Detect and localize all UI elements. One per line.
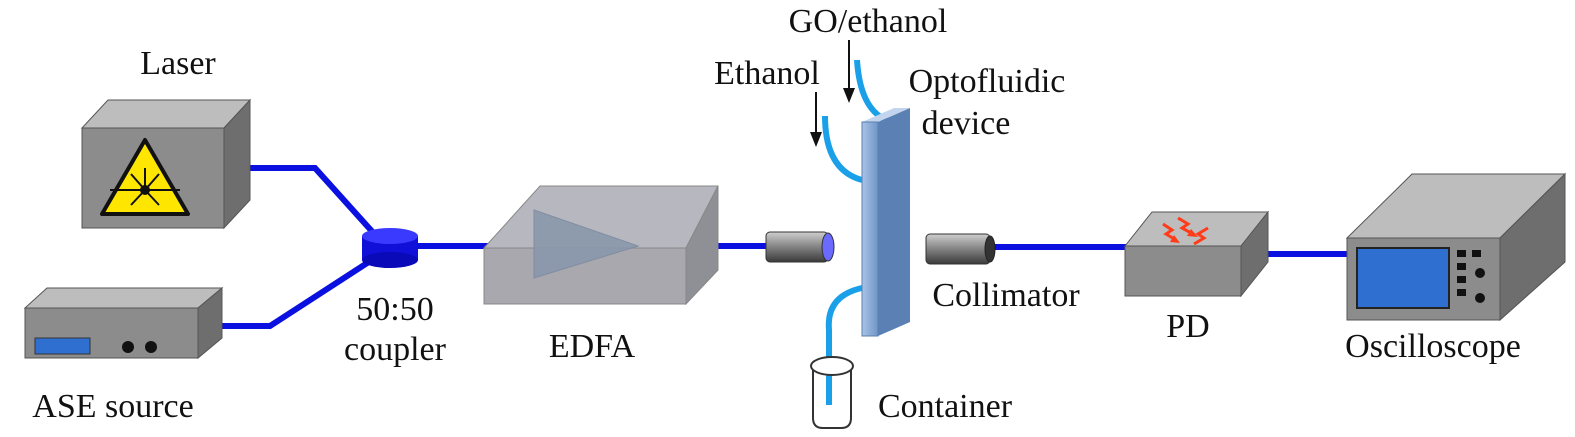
ethanol-label: Ethanol <box>714 55 820 92</box>
oscilloscope-box <box>1345 172 1567 322</box>
container-label: Container <box>878 388 1013 425</box>
collimator-left <box>765 231 835 263</box>
ase-source-box <box>23 286 224 360</box>
fiber-ase-to-coupler <box>198 253 380 329</box>
optofluidic-device <box>861 108 910 337</box>
edfa-label: EDFA <box>549 328 636 365</box>
laser-warning-icon <box>100 138 190 216</box>
go-ethanol-label: GO/ethanol <box>789 3 948 40</box>
optofluidic-label-line1: Optofluidic <box>909 63 1066 100</box>
ase-knob-2 <box>145 341 157 353</box>
coupler <box>362 228 418 268</box>
container-vial <box>810 356 854 429</box>
inlet-arrows <box>810 40 855 147</box>
optofluidic-label-line2: device <box>922 105 1011 142</box>
arrow-ethanol-head <box>810 132 822 147</box>
ase-knob-1 <box>122 341 134 353</box>
collimator-label: Collimator <box>932 277 1080 314</box>
pd-box <box>1123 210 1270 298</box>
edfa-box <box>482 185 719 306</box>
photon-icon <box>1162 216 1209 246</box>
tube-ethanol-inlet <box>822 115 863 183</box>
coupler-label-line1: 50:50 <box>356 291 433 328</box>
fiber-laser-to-coupler <box>245 165 381 241</box>
pd-label: PD <box>1166 308 1209 345</box>
collimator-right <box>925 233 996 265</box>
edfa-amplifier-icon <box>533 209 640 279</box>
oscilloscope-label: Oscilloscope <box>1345 328 1521 365</box>
oscilloscope-buttons <box>1457 250 1485 303</box>
tube-go-inlet <box>854 59 888 123</box>
laser-label: Laser <box>140 45 216 82</box>
arrow-go-ethanol-head <box>843 88 855 103</box>
coupler-label-line2: coupler <box>344 331 447 368</box>
ase-display <box>34 337 91 355</box>
laser-box <box>80 98 252 230</box>
tube-outlet <box>825 285 863 405</box>
oscilloscope-screen <box>1356 247 1450 309</box>
ase-source-label: ASE source <box>32 388 193 425</box>
